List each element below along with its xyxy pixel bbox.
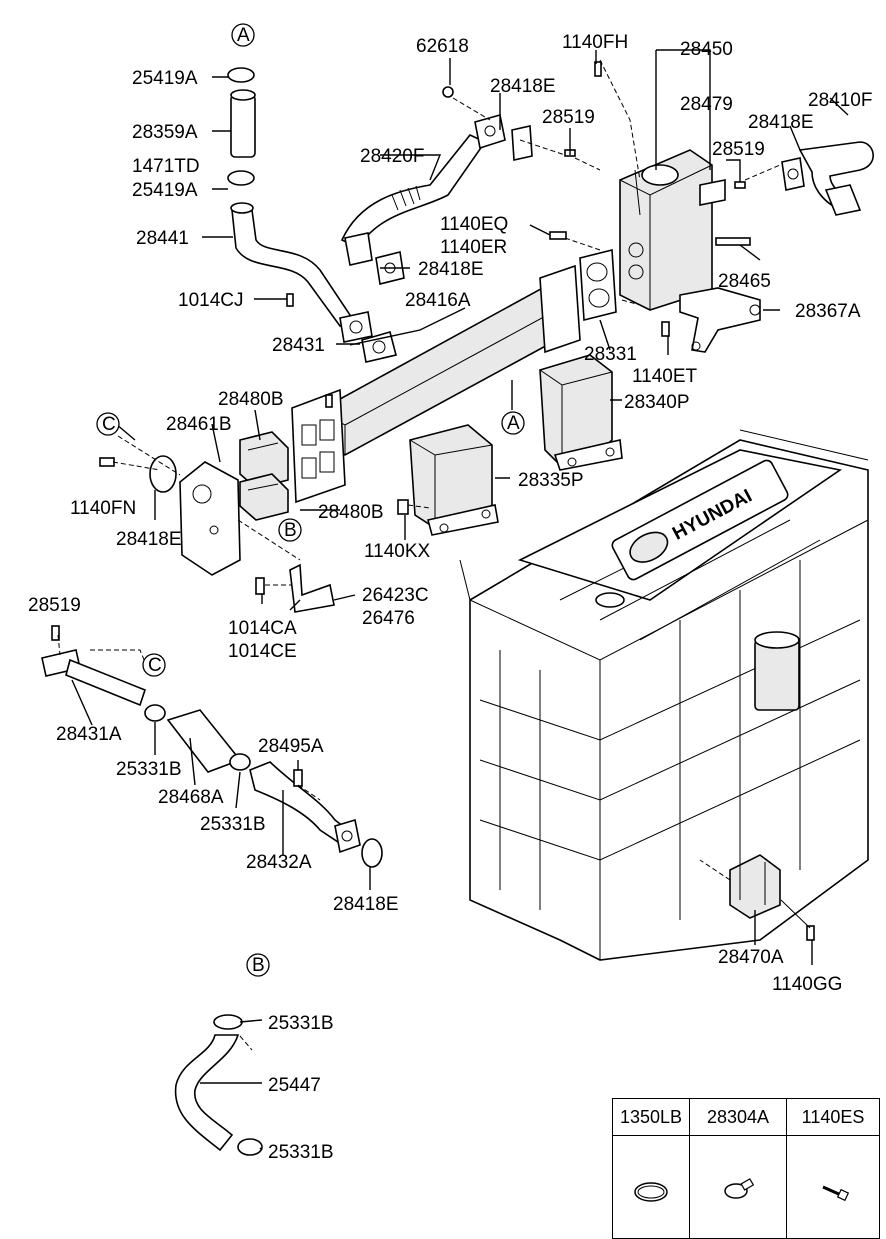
label-25331B-c: 25331B: [268, 1013, 334, 1034]
label-28416A: 28416A: [405, 290, 471, 311]
legend-table: 1350LB 28304A 1140ES: [612, 1098, 880, 1239]
legend-header-1350LB: 1350LB: [612, 1098, 690, 1136]
label-28418E-c: 28418E: [748, 112, 814, 133]
bolt-1140FN: [99, 457, 115, 467]
label-28519-a: 28519: [542, 107, 595, 128]
label-28461B: 28461B: [166, 414, 232, 435]
bolt-1140EQ: [549, 231, 567, 240]
dashed-routing-lines: [57, 59, 781, 1051]
label-26476: 26476: [362, 608, 415, 629]
bracket-26423C: [289, 563, 335, 613]
label-62618: 62618: [416, 36, 469, 57]
bolt-28465: [715, 237, 751, 246]
hose-25447: [174, 1014, 263, 1156]
label-28431A: 28431A: [56, 724, 122, 745]
label-28340P: 28340P: [624, 392, 690, 413]
label-28331: 28331: [584, 344, 637, 365]
legend-header-1140ES: 1140ES: [786, 1098, 880, 1136]
egr-cooler-28416A: [291, 264, 581, 504]
ref-B-mid: B: [284, 520, 297, 541]
pipe-assembly-lower-left: [41, 625, 383, 868]
label-28410F: 28410F: [808, 90, 872, 111]
label-1140ET: 1140ET: [632, 366, 698, 387]
label-28432A: 28432A: [246, 852, 312, 873]
label-28418E-e: 28418E: [333, 894, 399, 915]
label-28519-b: 28519: [712, 139, 765, 160]
ref-A-top: A: [237, 25, 250, 46]
label-28359A: 28359A: [132, 122, 198, 143]
label-28468A: 28468A: [158, 787, 224, 808]
legend-cell-clamp: [689, 1135, 787, 1239]
label-28431: 28431: [272, 335, 325, 356]
ref-A-mid: A: [507, 413, 520, 434]
label-25419A-top: 25419A: [132, 68, 198, 89]
label-28479: 28479: [680, 94, 733, 115]
label-28470A: 28470A: [718, 947, 784, 968]
label-28418E-a: 28418E: [490, 76, 556, 97]
pipe-28420F: [340, 86, 576, 285]
gasket-28418E-left: [149, 455, 177, 493]
ref-C-left: C: [102, 414, 116, 435]
label-1471TD: 1471TD: [132, 156, 200, 177]
o-ring-icon: [634, 1182, 668, 1202]
label-1140FN: 1140FN: [70, 498, 136, 519]
label-28480B-a: 28480B: [218, 389, 284, 410]
label-25331B-d: 25331B: [268, 1142, 334, 1163]
egr-valve-28450: [619, 149, 726, 311]
hose-clamp-icon: [724, 1178, 755, 1199]
label-28420F: 28420F: [360, 146, 424, 167]
ref-C-mid: C: [148, 655, 162, 676]
label-1140FH: 1140FH: [562, 32, 628, 53]
label-28335P: 28335P: [518, 470, 584, 491]
label-28418E-b: 28418E: [418, 259, 484, 280]
label-26423C: 26423C: [362, 585, 429, 606]
label-1140EQ: 1140EQ: [440, 214, 508, 235]
pipe-28410F: [594, 61, 874, 216]
label-28519-c: 28519: [28, 595, 81, 616]
engine-block: HYUNDAI: [459, 429, 869, 961]
egr-actuator-28470A: [699, 854, 815, 941]
bracket-28335P: [409, 424, 499, 536]
legend-header-28304A: 28304A: [689, 1098, 787, 1136]
label-1014CA: 1014CA: [228, 618, 297, 639]
label-28465: 28465: [718, 271, 771, 292]
pipe-28441: [227, 67, 397, 363]
label-28367A: 28367A: [795, 301, 861, 322]
label-25331B-a: 25331B: [116, 759, 182, 780]
bolt-icon: [822, 1185, 850, 1202]
label-25331B-b: 25331B: [200, 814, 266, 835]
exploded-parts-diagram: HYUNDAI: [28, 23, 874, 1163]
legend-cell-bolt: [786, 1135, 880, 1239]
legend-cell-oring: [612, 1135, 690, 1239]
label-28480B-b: 28480B: [318, 502, 384, 523]
ref-B-bottom: B: [252, 955, 265, 976]
leader-lines: [71, 49, 849, 1151]
label-25419A-bottom: 25419A: [132, 180, 198, 201]
label-1014CJ: 1014CJ: [178, 290, 244, 311]
label-1140KX: 1140KX: [364, 541, 431, 562]
reed-valves-28480B: [239, 431, 289, 521]
label-28495A: 28495A: [258, 736, 324, 757]
bolt-1014CA: [255, 577, 265, 595]
bolt-1140KX: [397, 499, 409, 515]
reference-markers: A A B B C C: [96, 23, 525, 977]
label-25447: 25447: [268, 1075, 321, 1096]
label-28441: 28441: [136, 228, 189, 249]
bolt-1140ET: [661, 321, 670, 337]
label-1140ER: 1140ER: [440, 237, 507, 258]
flange-28461B: [179, 461, 241, 576]
gasket-28331: [579, 248, 617, 322]
bracket-28340P: [539, 354, 623, 471]
label-1140GG: 1140GG: [772, 974, 842, 995]
bracket-28367A: [679, 287, 761, 353]
label-1014CE: 1014CE: [228, 641, 297, 662]
label-28450: 28450: [680, 39, 733, 60]
part-labels: 25419A 28359A 1471TD 25419A 28441 1014CJ…: [28, 32, 872, 1163]
label-28418E-d: 28418E: [116, 529, 182, 550]
